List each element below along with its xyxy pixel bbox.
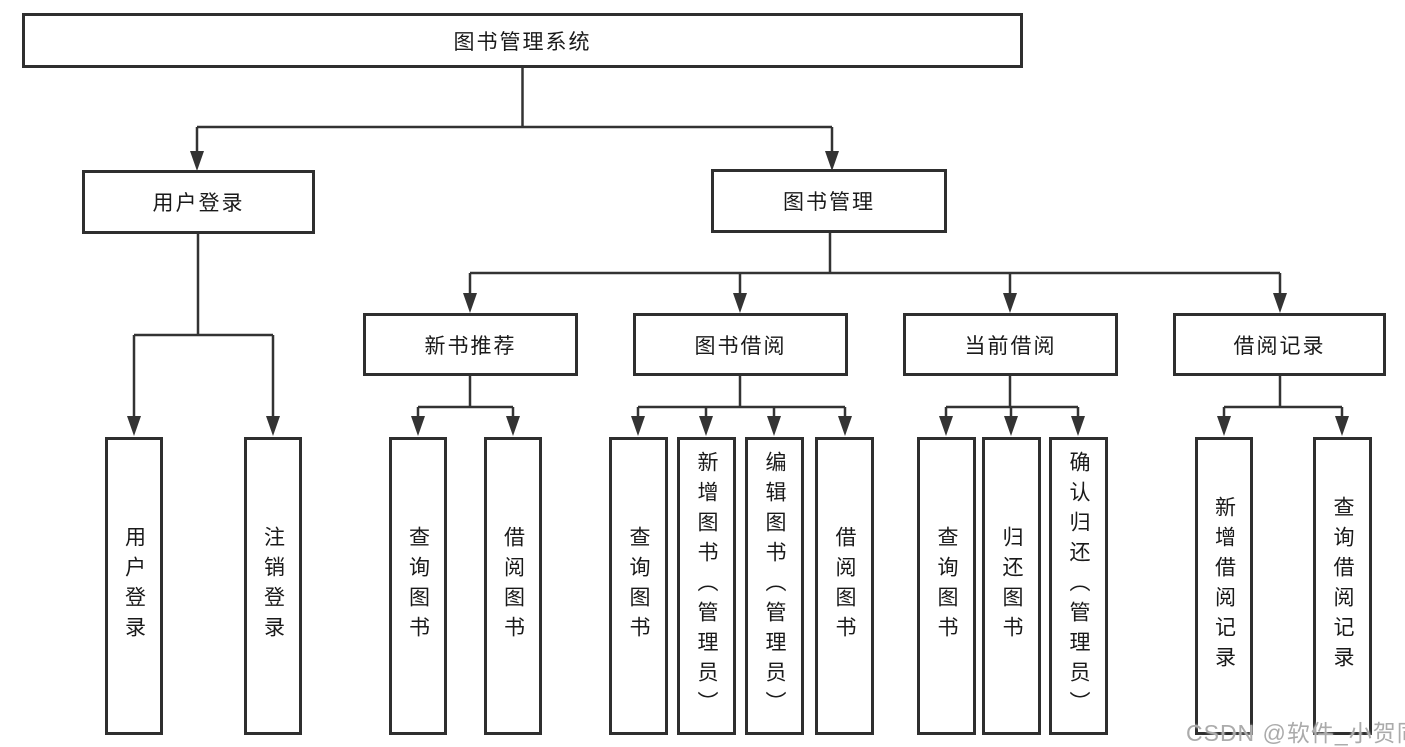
leaf-label: 新增借阅记录 [1212, 496, 1236, 676]
node-current-borrow: 当前借阅 [903, 313, 1118, 376]
arrow-down-icon [1071, 416, 1085, 436]
node-label: 用户登录 [152, 192, 245, 215]
node-label: 图书管理 [783, 191, 875, 214]
arrow-down-icon [939, 416, 953, 436]
arrow-down-icon [699, 416, 713, 436]
leaf-add-books-admin: 新增图书（管理员） [677, 437, 736, 735]
connector-root-to-level2 [195, 68, 834, 155]
node-borrow-records: 借阅记录 [1173, 313, 1386, 376]
connector-book-borrow-to-leaves [636, 376, 847, 420]
leaf-label: 编辑图书（管理员） [763, 451, 786, 721]
leaf-borrow-books-recommend: 借阅图书 [484, 437, 542, 735]
node-user-login: 用户登录 [82, 170, 315, 234]
connector-book-mgmt-to-level3 [468, 232, 1282, 296]
leaf-return-books: 归还图书 [982, 437, 1041, 735]
leaf-label: 查询图书 [627, 526, 650, 646]
arrow-down-icon [190, 151, 204, 171]
arrow-down-icon [767, 416, 781, 436]
leaf-logout: 注销登录 [244, 437, 302, 735]
leaf-label: 查询借阅记录 [1331, 496, 1354, 676]
node-book-management: 图书管理 [711, 169, 947, 233]
leaf-add-borrow-record: 新增借阅记录 [1195, 437, 1253, 735]
leaf-label: 借阅图书 [501, 526, 525, 646]
leaf-edit-books-admin: 编辑图书（管理员） [745, 437, 804, 735]
leaf-confirm-return-admin: 确认归还（管理员） [1049, 437, 1108, 735]
leaf-label: 注销登录 [261, 526, 285, 646]
node-book-borrow: 图书借阅 [633, 313, 848, 376]
leaf-label: 借阅图书 [833, 526, 856, 646]
leaf-label: 新增图书（管理员） [695, 451, 718, 721]
node-label: 新书推荐 [424, 334, 517, 358]
arrow-down-icon [463, 293, 477, 313]
arrow-down-icon [411, 416, 425, 436]
node-label: 当前借阅 [964, 334, 1057, 358]
connector-user-login-to-leaves [132, 234, 275, 420]
arrow-down-icon [631, 416, 645, 436]
leaf-label: 归还图书 [1000, 526, 1023, 646]
arrow-down-icon [266, 416, 280, 436]
arrow-down-icon [838, 416, 852, 436]
node-new-book-recommend: 新书推荐 [363, 313, 578, 376]
arrow-down-icon [1273, 293, 1287, 313]
node-label: 图书管理系统 [453, 30, 592, 54]
leaf-label: 查询图书 [935, 526, 958, 646]
arrow-down-icon [1335, 416, 1349, 436]
leaf-borrow-books: 借阅图书 [815, 437, 874, 735]
leaf-label: 用户登录 [122, 526, 146, 646]
node-library-management-system: 图书管理系统 [22, 13, 1023, 68]
connector-borrow-records-to-leaves [1222, 376, 1344, 420]
arrow-down-icon [1217, 416, 1231, 436]
arrow-down-icon [1004, 416, 1018, 436]
arrow-down-icon [506, 416, 520, 436]
leaf-query-books-borrow: 查询图书 [609, 437, 668, 735]
leaf-label: 查询图书 [406, 526, 430, 646]
leaf-query-borrow-record: 查询借阅记录 [1313, 437, 1372, 735]
node-label: 图书借阅 [694, 334, 787, 358]
node-label: 借阅记录 [1233, 334, 1326, 358]
arrow-down-icon [733, 293, 747, 313]
arrow-down-icon [825, 151, 839, 171]
watermark: CSDN @软件_小贺同学 [1186, 720, 1405, 746]
leaf-query-books-recommend: 查询图书 [389, 437, 447, 735]
arrow-down-icon [127, 416, 141, 436]
leaf-label: 确认归还（管理员） [1067, 451, 1090, 721]
connector-new-books-to-leaves [416, 376, 515, 420]
arrow-down-icon [1003, 293, 1017, 313]
leaf-query-books-current: 查询图书 [917, 437, 976, 735]
leaf-user-login: 用户登录 [105, 437, 163, 735]
connector-current-borrow-to-leaves [944, 376, 1080, 420]
